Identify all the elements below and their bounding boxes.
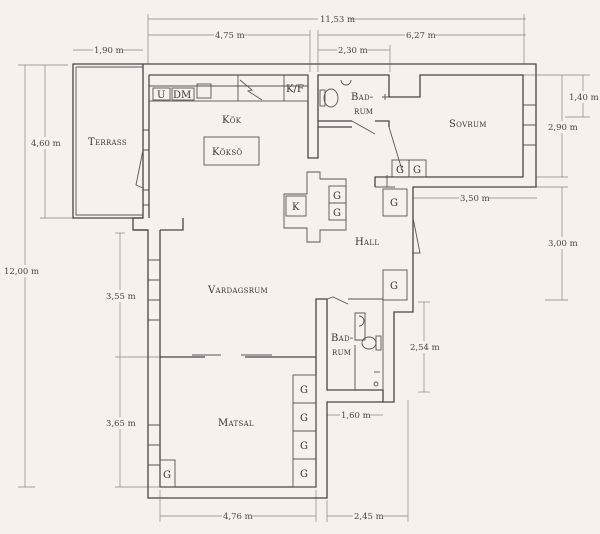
bathroom-fixtures [319, 79, 389, 387]
sink [196, 83, 212, 99]
dim-living-height: 3,55 m [106, 292, 136, 302]
toilet-icon-2 [361, 336, 377, 350]
dim-terrace-height: 4,60 m [31, 139, 61, 149]
wardrobes [159, 159, 427, 488]
wardrobe-g: G [300, 413, 308, 424]
center-closets [283, 171, 347, 243]
wardrobe-g: G [333, 191, 341, 202]
room-label-badrum-2a: Bad- [331, 333, 354, 344]
kitchen-counter [148, 74, 309, 102]
room-label-vardagsrum: Vardagsrum [207, 285, 268, 296]
dim-east-width: 6,27 m [406, 31, 436, 41]
room-label-terrass: Terrass [88, 137, 127, 148]
fixture-kf: K/F [286, 84, 304, 95]
wardrobe-g: G [300, 385, 308, 396]
dim-dining-height: 3,65 m [106, 419, 136, 429]
sink-icon-2 [358, 315, 365, 327]
room-label-badrum-2b: rum [332, 347, 351, 358]
stove-icon [239, 79, 263, 101]
room-label-kokso: Köksö [212, 147, 242, 158]
dim-bath1-width: 2,30 m [338, 46, 368, 56]
wardrobe-g: G [396, 165, 404, 176]
sink-icon [340, 79, 352, 86]
walls [72, 63, 537, 499]
drain-icon [373, 381, 379, 387]
wardrobe-g: G [300, 441, 308, 452]
room-label-badrum-1a: Bad- [351, 92, 374, 103]
wardrobe-g: G [163, 470, 171, 481]
dim-bed-height: 2,90 m [548, 123, 578, 133]
dim-bath2-height: 2,54 m [410, 343, 440, 353]
wardrobe-g: G [333, 208, 341, 219]
faucet-icon [382, 94, 389, 100]
dim-kitchen-width: 4,75 m [215, 31, 245, 41]
kitchen-island [203, 136, 260, 166]
dishwasher-box [171, 87, 195, 101]
dim-total-height: 12,00 m [4, 267, 39, 277]
dim-terrace-width: 1,90 m [94, 46, 124, 56]
room-label-hall: Hall [355, 237, 379, 248]
dimension-labels: 11,53 m 4,75 m 6,27 m 1,90 m 2,30 m 12,0… [3, 13, 600, 522]
dim-bed-width: 3,50 m [460, 194, 490, 204]
fixture-dm: DM [173, 90, 191, 101]
room-label-kok: Kök [222, 115, 242, 126]
room-label-matsal: Matsal [218, 418, 254, 429]
wardrobe-g: G [413, 165, 421, 176]
dim-total-width: 11,53 m [320, 15, 355, 25]
dim-south-width: 2,45 m [354, 512, 384, 522]
dim-bed-window: 1,40 m [569, 93, 599, 103]
room-label-badrum-1b: rum [354, 106, 373, 117]
wardrobe-g: G [390, 281, 398, 292]
dim-bath2-width: 1,60 m [341, 411, 371, 421]
fridge-u-box [152, 87, 171, 101]
toilet-icon [323, 88, 339, 108]
wardrobe-g: G [390, 198, 398, 209]
room-label-sovrum: Sovrum [449, 119, 487, 130]
wardrobe-g: G [300, 469, 308, 480]
dim-dining-width: 4,76 m [223, 512, 253, 522]
dim-hall-east-height: 3,00 m [548, 239, 578, 249]
fixture-k: K [292, 202, 300, 213]
fixture-u: U [157, 90, 165, 101]
